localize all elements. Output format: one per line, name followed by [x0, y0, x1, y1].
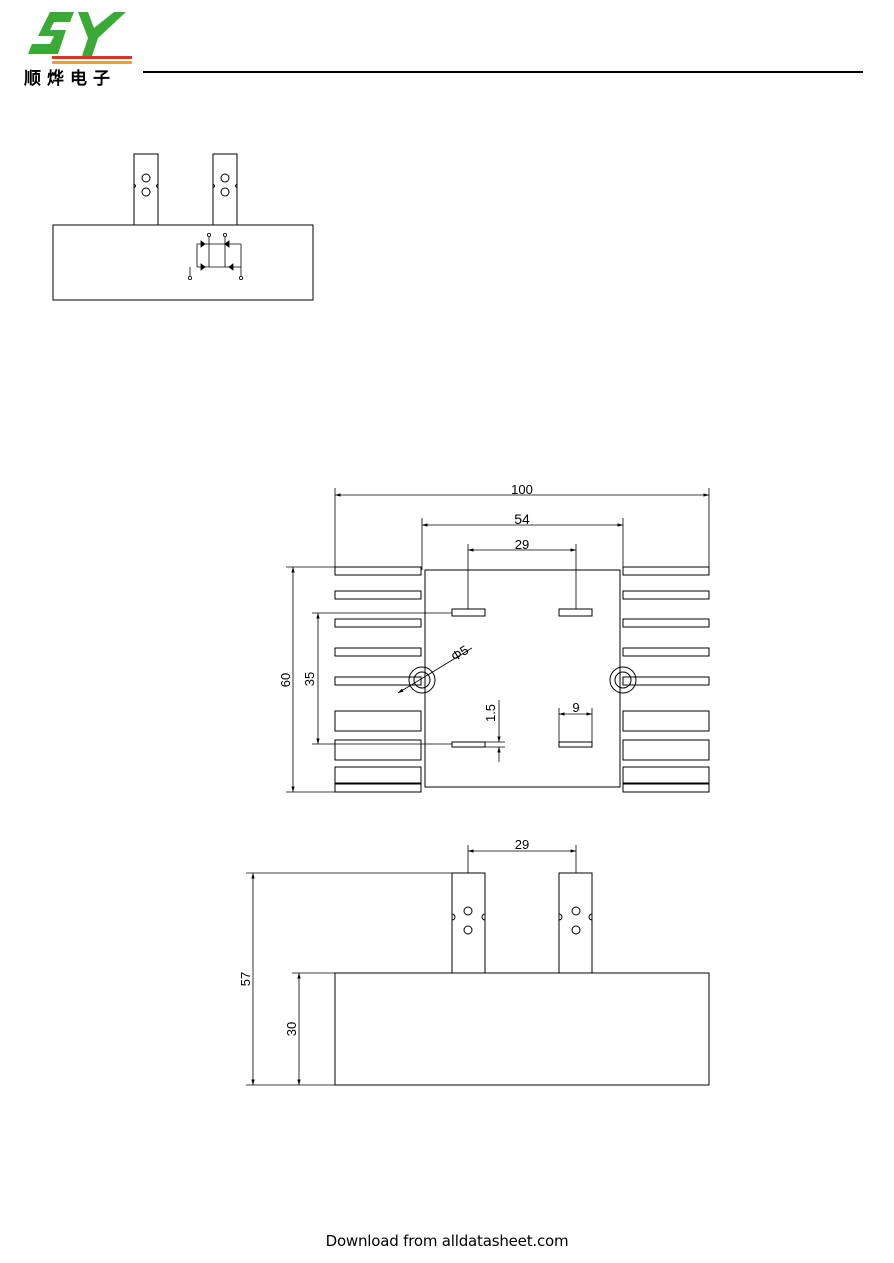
company-name: 顺烨电子 [24, 68, 116, 89]
bridge-schematic [187, 232, 243, 280]
terminal-slot [558, 741, 593, 748]
small-body [52, 224, 314, 301]
dim-terminal-spacing: 29 [515, 537, 529, 552]
top-view [334, 566, 710, 793]
mounting-hole [408, 666, 436, 694]
logo-letter-s [28, 12, 74, 54]
side-dim-total-height: 57 [238, 972, 253, 986]
terminal-slot [558, 608, 593, 617]
top-body [424, 569, 621, 788]
side-view [334, 872, 710, 1086]
side-terminal-right [558, 872, 593, 974]
company-logo: 顺烨电子 [22, 8, 140, 90]
small-terminal-left [133, 153, 159, 226]
logo-letter-y [78, 12, 126, 56]
terminal-slot [451, 608, 486, 617]
side-view-dimensions [246, 845, 577, 1086]
side-view-labels: 29 57 30 [238, 837, 529, 1036]
dim-terminal-thickness: 1.5 [483, 704, 498, 722]
dim-hole-offset: 35 [302, 672, 317, 686]
side-dim-body-height: 30 [284, 1022, 299, 1036]
dim-terminal-width: 9 [572, 700, 579, 715]
side-body [334, 972, 710, 1086]
header-rule [143, 71, 863, 73]
side-dim-terminal-spacing: 29 [515, 837, 529, 852]
terminal-slot [451, 741, 486, 748]
side-terminal-left [451, 872, 486, 974]
logo-stripe-red [52, 56, 132, 59]
mounting-hole [609, 666, 637, 694]
small-terminal-right [212, 153, 238, 226]
small-side-view [52, 153, 314, 301]
dim-overall-width: 100 [511, 482, 533, 497]
top-view-dimensions [286, 488, 710, 793]
top-view-labels: 100 54 29 60 35 Φ5 1.5 9 [278, 482, 580, 722]
dim-body-width: 54 [514, 511, 530, 527]
logo-stripe-orange [52, 61, 132, 64]
footer-text: Download from alldatasheet.com [325, 1232, 569, 1250]
dim-height: 60 [278, 673, 293, 687]
